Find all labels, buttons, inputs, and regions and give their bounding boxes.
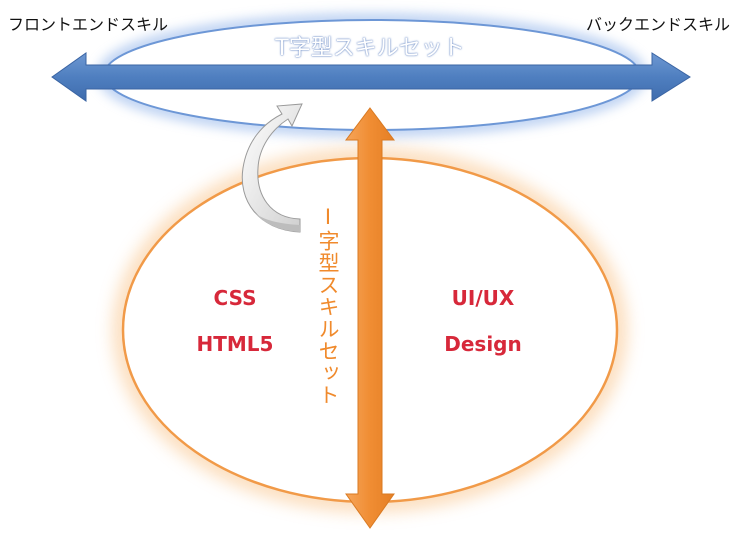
vertical-double-arrow: [345, 107, 395, 529]
backend-skill-label: バックエンドスキル: [585, 15, 730, 34]
horizontal-double-arrow: [51, 52, 691, 102]
i-shaped-skillset-title: I字型スキルセット: [316, 205, 340, 406]
skill-design: Design: [444, 332, 522, 356]
frontend-skill-label: フロントエンドスキル: [8, 15, 169, 34]
curved-arrow-icon: [241, 103, 303, 233]
skill-uiux: UI/UX: [451, 286, 515, 310]
t-shaped-skillset-title: T字型スキルセット: [275, 36, 465, 61]
skill-html5: HTML5: [196, 332, 274, 356]
skill-css: CSS: [213, 286, 257, 310]
